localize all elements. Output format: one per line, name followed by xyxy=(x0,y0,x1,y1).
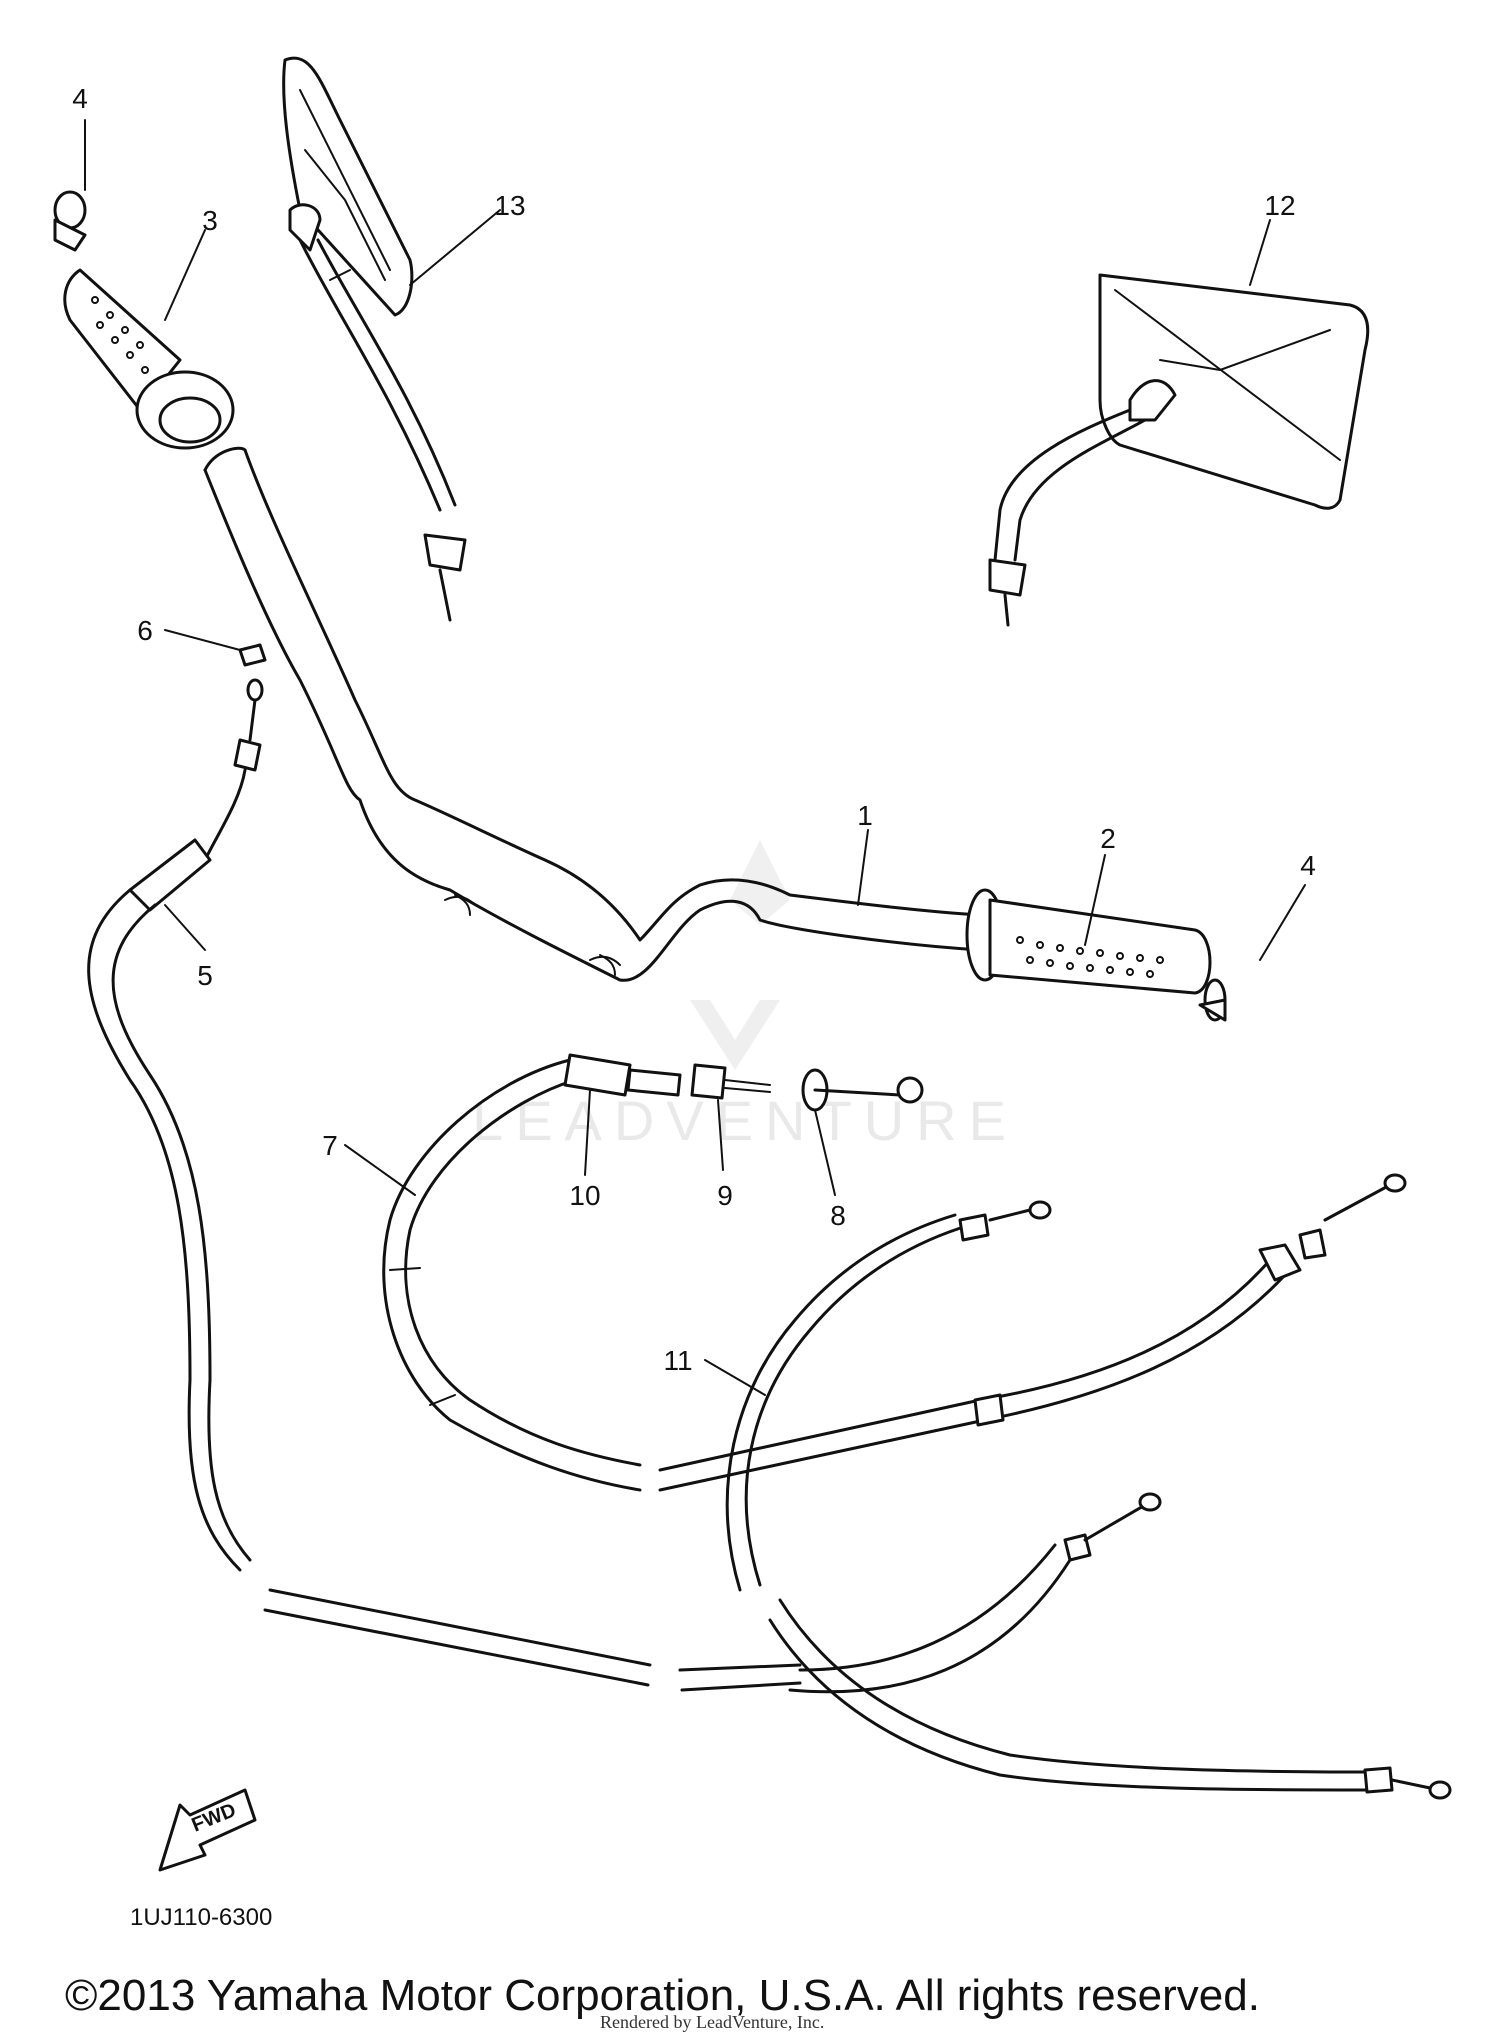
leader-10 xyxy=(584,1089,591,1176)
grip-end-part-4-right xyxy=(1198,978,1227,1022)
right-mirror-part-12 xyxy=(988,273,1370,627)
callout-3: 3 xyxy=(202,205,218,236)
leader-7 xyxy=(344,1144,416,1196)
callout-9: 9 xyxy=(717,1180,733,1211)
callout-4-left: 4 xyxy=(72,83,88,114)
leader-13 xyxy=(409,209,501,286)
fwd-arrow-icon: FWD xyxy=(158,1788,257,1872)
handlebar-part-1 xyxy=(203,446,982,982)
left-grip-part-3 xyxy=(63,268,235,450)
diagram-code: 1UJ110-6300 xyxy=(130,1904,272,1931)
callout-8: 8 xyxy=(830,1200,846,1231)
leader-6 xyxy=(164,629,241,651)
leader-1 xyxy=(857,829,869,906)
locknut-part-9 xyxy=(690,1063,771,1100)
leader-11 xyxy=(704,1359,766,1396)
callout-7: 7 xyxy=(322,1130,338,1161)
right-grip-part-2 xyxy=(965,888,1212,995)
callout-10: 10 xyxy=(569,1180,600,1211)
copyright-notice: ©2013 Yamaha Motor Corporation, U.S.A. A… xyxy=(65,1971,1260,2020)
leader-2 xyxy=(1084,854,1106,946)
callout-11: 11 xyxy=(663,1345,692,1376)
leadventure-watermark: LEADVENTURE xyxy=(472,840,1018,1152)
callout-1: 1 xyxy=(857,800,873,831)
leader-8 xyxy=(814,1109,836,1196)
callouts: 4 3 13 12 6 5 1 2 4 7 10 9 8 11 xyxy=(72,83,1316,1376)
leader-3 xyxy=(164,229,206,321)
callout-12: 12 xyxy=(1264,190,1295,221)
rendered-by-text: Rendered by LeadVenture, Inc. xyxy=(600,2012,824,2032)
cable-part-7 xyxy=(382,1058,642,1492)
adjuster-part-10 xyxy=(563,1053,682,1097)
clip-part-6 xyxy=(238,643,267,702)
cable-part-11 xyxy=(658,1173,1452,1800)
leader-9 xyxy=(717,1099,724,1171)
callout-4-right: 4 xyxy=(1300,850,1316,881)
throttle-cable-part-5 xyxy=(87,698,802,1692)
watermark-text: LEADVENTURE xyxy=(472,1089,1018,1152)
leader-5 xyxy=(164,904,206,951)
leader-4-right xyxy=(1259,884,1306,961)
left-mirror-part-13 xyxy=(282,56,467,622)
callout-13: 13 xyxy=(494,190,525,221)
callout-6: 6 xyxy=(137,615,153,646)
callout-2: 2 xyxy=(1100,823,1116,854)
grip-end-part-4-left xyxy=(53,190,87,252)
washer-part-8 xyxy=(801,1068,924,1112)
leader-lines xyxy=(84,119,1306,1396)
leader-12 xyxy=(1249,219,1271,286)
callout-5: 5 xyxy=(197,960,213,991)
